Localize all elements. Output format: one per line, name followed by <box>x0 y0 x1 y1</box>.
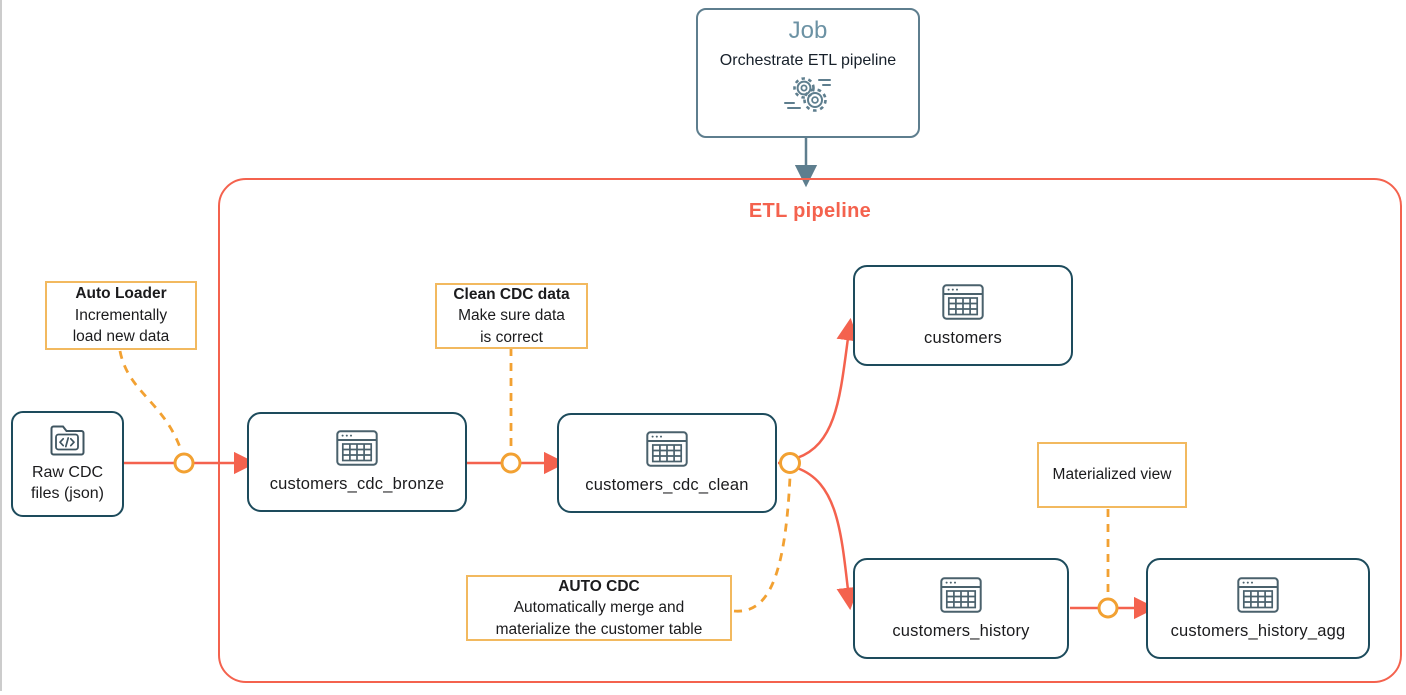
junction-ring-materialized-view <box>1097 597 1119 619</box>
node-label: customers_history <box>892 621 1030 640</box>
note-title: AUTO CDC <box>558 577 640 595</box>
table-icon <box>942 283 984 320</box>
node-label: customers_cdc_bronze <box>269 475 445 493</box>
junction-ring-clean-cdc <box>500 452 522 474</box>
note-title: Auto Loader <box>75 285 167 303</box>
note-line: Automatically merge and <box>513 599 685 617</box>
arrow-junction-to-customers <box>796 317 859 460</box>
leader-auto-loader <box>118 350 183 451</box>
note-line: materialize the customer table <box>495 620 703 638</box>
note-line: Make sure data <box>458 307 565 325</box>
node-label: customers <box>924 328 1002 347</box>
table-icon <box>336 430 378 466</box>
junction-ring-auto-cdc <box>779 452 801 474</box>
node-customers-cdc-bronze: customers_cdc_bronze <box>247 412 467 512</box>
folder-code-icon <box>48 423 88 456</box>
job-box: Job Orchestrate ETL pipeline <box>696 8 920 138</box>
note-auto-cdc: AUTO CDC Automatically merge and materia… <box>466 575 732 641</box>
job-subtitle: Orchestrate ETL pipeline <box>719 51 897 69</box>
node-customers-history: customers_history <box>853 558 1069 659</box>
note-line: load new data <box>72 328 170 346</box>
junction-ring-auto-loader <box>173 452 195 474</box>
note-line: Incrementally <box>74 306 168 324</box>
source-label-line2: files (json) <box>31 485 104 502</box>
leader-auto-cdc <box>733 476 792 613</box>
node-customers-history-agg: customers_history_agg <box>1146 558 1370 659</box>
note-materialized-view: Materialized view <box>1037 442 1187 508</box>
etl-pipeline-container <box>218 178 1402 683</box>
source-raw-cdc-files: Raw CDC files (json) <box>11 411 124 517</box>
job-title: Job <box>788 17 828 44</box>
node-customers-cdc-clean: customers_cdc_clean <box>557 413 777 513</box>
note-title: Materialized view <box>1052 466 1172 484</box>
etl-pipeline-title: ETL pipeline <box>748 200 872 222</box>
note-clean-cdc-data: Clean CDC data Make sure data is correct <box>435 283 588 349</box>
note-line: is correct <box>480 328 543 346</box>
table-icon <box>1237 576 1279 613</box>
page-edge-divider <box>0 0 2 691</box>
note-title: Clean CDC data <box>453 285 570 303</box>
node-customers: customers <box>853 265 1073 366</box>
node-label: customers_cdc_clean <box>585 476 749 494</box>
note-auto-loader: Auto Loader Incrementally load new data <box>45 281 197 350</box>
table-icon <box>646 431 688 467</box>
gears-icon <box>782 75 834 120</box>
source-label-line1: Raw CDC <box>31 464 104 482</box>
node-label: customers_history_agg <box>1170 621 1346 640</box>
table-icon <box>940 576 982 613</box>
arrow-junction-to-history <box>796 466 859 611</box>
